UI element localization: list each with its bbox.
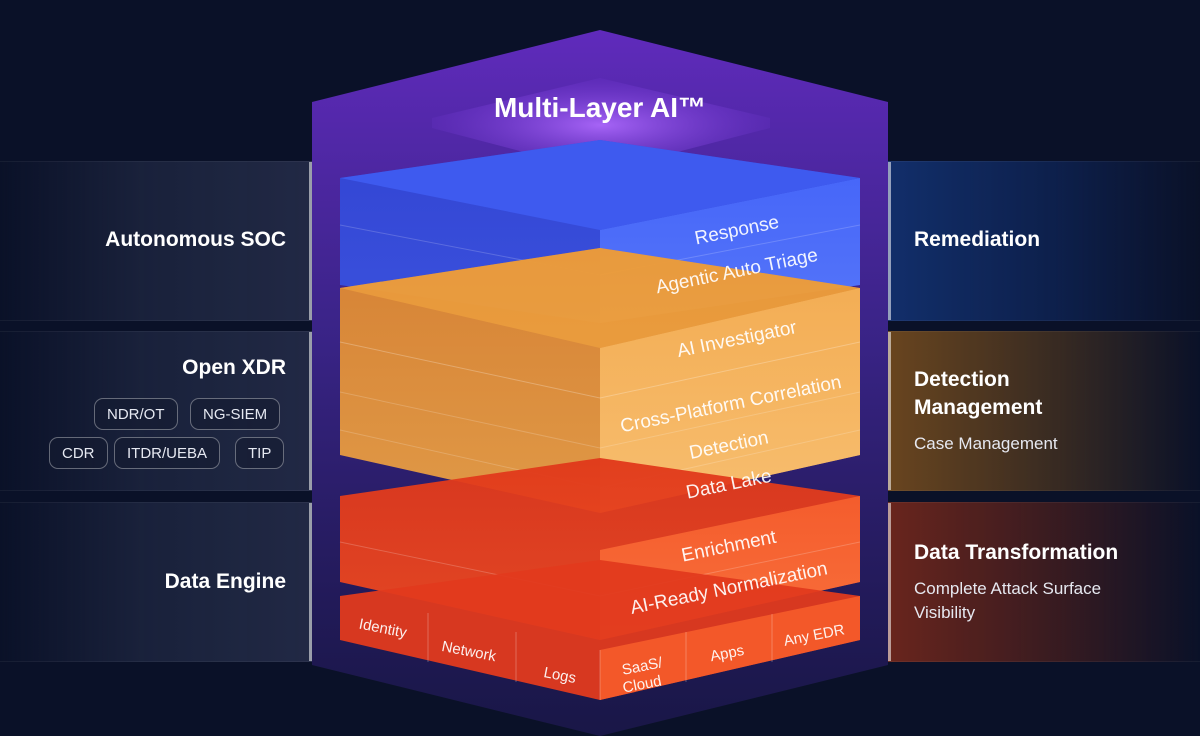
case-management-label: Case Management [914,434,1058,453]
band-edge [888,162,891,320]
stack-title: Multi-Layer AI™ [494,92,706,123]
band-edge [309,162,312,320]
source-apps: Apps [709,642,746,665]
detection-management-band: Detection Management Case Management [888,331,1200,491]
chip-tip: TIP [235,437,285,469]
data-engine-label: Data Engine [164,570,286,593]
autonomous-soc-label: Autonomous SOC [105,228,286,251]
management-label: Management [914,396,1043,419]
data-transformation-band: Data Transformation Complete Attack Surf… [888,502,1200,662]
chip-ndr-ot: NDR/OT [94,398,178,430]
chip-ng-siem: NG-SIEM [190,398,281,430]
open-xdr-label: Open XDR [182,356,286,379]
source-tiles-block [340,560,860,700]
autonomous-soc-band: Autonomous SOC [0,161,312,321]
source-logs: Logs [542,664,577,687]
band-edge [309,503,312,661]
attack-surface-label: Complete Attack Surface [914,579,1102,598]
orange-layer-block [339,248,861,513]
chip-itdr-ueba: ITDR/UEBA [114,437,221,469]
detection-label: Detection [914,368,1010,391]
remediation-label: Remediation [914,228,1041,251]
band-edge [888,332,891,490]
band-edge [888,503,891,661]
visibility-label: Visibility [914,603,976,622]
data-transformation-label: Data Transformation [914,541,1119,564]
data-engine-band: Data Engine [0,502,312,662]
title-glow [432,78,770,172]
chip-cdr: CDR [49,437,108,469]
remediation-band: Remediation [888,161,1200,321]
band-edge [309,332,312,490]
